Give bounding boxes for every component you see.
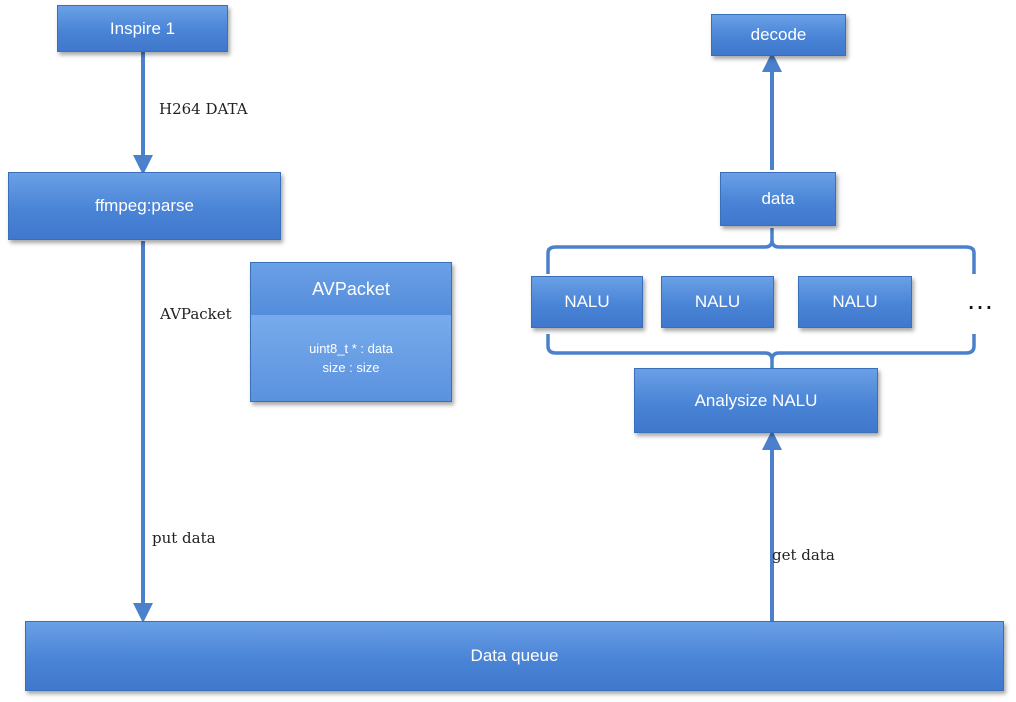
nalu-label-2: NALU	[694, 292, 741, 311]
nalu-label-3: NALU	[832, 292, 878, 311]
avpacket-field-size: size : size	[322, 360, 380, 375]
nalu-node-2: NALU	[661, 276, 774, 328]
nalu-node-3: NALU	[798, 276, 912, 328]
avpacket-title: AVPacket	[251, 263, 451, 316]
analyze-nalu-label: Analysize NALU	[694, 390, 818, 410]
decode-node: decode	[711, 14, 846, 56]
analyze-nalu-node: Analysize NALU	[634, 368, 878, 433]
edge-label-h264: H264 DATA	[159, 100, 248, 118]
parse-label: ffmpeg:parse	[95, 196, 194, 215]
avpacket-node: AVPacket uint8_t * : data size : size	[250, 262, 452, 402]
brace-top	[546, 228, 976, 274]
data-label: data	[761, 189, 795, 208]
edge-label-avpacket: AVPacket	[160, 305, 232, 323]
decode-label: decode	[750, 25, 807, 44]
brace-bottom	[546, 334, 976, 368]
edge-label-put: put data	[152, 529, 216, 547]
data-queue-label: Data queue	[470, 646, 559, 665]
nalu-node-1: NALU	[531, 276, 643, 328]
nalu-label-1: NALU	[564, 292, 610, 311]
edge-label-get: get data	[772, 546, 835, 564]
parse-node: ffmpeg:parse	[8, 172, 281, 240]
data-node: data	[720, 172, 836, 226]
data-queue-node: Data queue	[25, 621, 1004, 691]
inspire-label: Inspire 1	[109, 18, 176, 38]
more-nalu-ellipsis: …	[966, 284, 996, 315]
avpacket-fields: uint8_t * : data size : size	[251, 315, 451, 401]
avpacket-field-data: uint8_t * : data	[309, 341, 393, 356]
inspire-node: Inspire 1	[57, 5, 228, 52]
